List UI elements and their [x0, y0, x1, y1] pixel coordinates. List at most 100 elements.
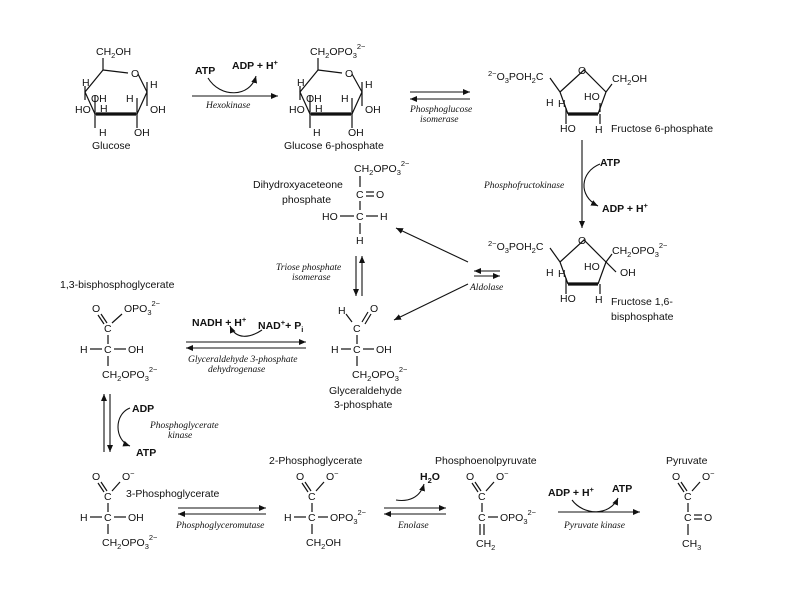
- svg-text:CH2OPO32−: CH2OPO32−: [102, 365, 158, 383]
- svg-text:2−O3POH2C: 2−O3POH2C: [488, 239, 544, 255]
- nad-gapdh: NAD: [258, 320, 281, 332]
- svg-text:H: H: [284, 512, 292, 524]
- svg-text:NADH + H+: NADH + H+: [192, 315, 247, 329]
- svg-text:CH3: CH3: [682, 538, 701, 552]
- tpi-label-1: Triose phosphate: [276, 263, 341, 273]
- svg-text:C: C: [308, 491, 316, 503]
- svg-text:CH2OPO32−: CH2OPO32−: [102, 533, 158, 551]
- svg-text:NAD++ Pi: NAD++ Pi: [258, 318, 303, 334]
- pgi-label-2: isomerase: [420, 115, 459, 125]
- svg-text:H2O: H2O: [420, 471, 440, 485]
- svg-text:C: C: [104, 512, 112, 524]
- svg-text:C: C: [684, 512, 692, 524]
- svg-text:OH: OH: [150, 104, 166, 116]
- svg-text:H: H: [558, 268, 566, 280]
- svg-text:H: H: [546, 97, 554, 109]
- svg-text:H: H: [365, 79, 373, 91]
- svg-text:H: H: [380, 211, 388, 223]
- pgi-label-1: Phosphoglucose: [409, 105, 472, 115]
- svg-text:OH: OH: [128, 344, 144, 356]
- svg-text:O: O: [92, 471, 100, 483]
- svg-text:H: H: [558, 98, 566, 110]
- svg-text:OH: OH: [365, 104, 381, 116]
- svg-text:C: C: [104, 323, 112, 335]
- svg-text:O−: O−: [122, 469, 135, 483]
- 1-3-bisphosphoglycerate-structure: 1,3-bisphosphoglycerate O C OPO32− H C O…: [60, 279, 175, 383]
- svg-text:O: O: [466, 471, 474, 483]
- h2o-sub: 2: [428, 476, 432, 485]
- svg-text:C: C: [356, 211, 364, 223]
- enolase-step: H2O Enolase: [384, 471, 446, 531]
- pk-label: Pyruvate kinase: [563, 521, 625, 531]
- svg-text:HO: HO: [75, 104, 91, 116]
- phosphoglucose-isomerase-step: Phosphoglucose isomerase: [409, 89, 472, 125]
- pgk-label-1: Phosphoglycerate: [149, 421, 219, 431]
- f16bp-label-2: bisphosphate: [611, 311, 674, 323]
- svg-text:OPO32−: OPO32−: [330, 508, 367, 526]
- glucose-label: Glucose: [92, 140, 131, 152]
- svg-text:HO: HO: [322, 211, 338, 223]
- nad-plus: +: [281, 318, 286, 327]
- svg-text:O: O: [370, 303, 378, 315]
- phosphoglycerate-kinase-step: ADP ATP Phosphoglycerate kinase: [101, 394, 219, 459]
- phosphoenolpyruvate-structure: Phosphoenolpyruvate O C O− C OPO32− CH2: [435, 455, 537, 552]
- glucose-6-phosphate-structure: CH2OPO32− O H HO OH H H OH H OH H Glucos…: [284, 42, 384, 152]
- nadh-gapdh: NADH + H: [192, 317, 242, 329]
- adp-pk: ADP + H: [548, 487, 590, 499]
- svg-text:H: H: [356, 235, 364, 247]
- pyruvate-label: Pyruvate: [666, 455, 708, 467]
- pyruvate-structure: Pyruvate O C O− C O CH3: [666, 455, 715, 552]
- glyceraldehyde-3-phosphate-structure: H O C H C OH CH2OPO32− Glyceraldehyde 3-…: [329, 303, 408, 411]
- bpg13-label: 1,3-bisphosphoglycerate: [60, 279, 175, 291]
- tpi-label-2: isomerase: [292, 273, 331, 283]
- svg-text:OH: OH: [348, 127, 364, 139]
- svg-text:OH: OH: [620, 267, 636, 279]
- svg-text:O: O: [296, 471, 304, 483]
- atp-pgk: ATP: [136, 447, 156, 459]
- svg-text:C: C: [478, 491, 486, 503]
- dhap-label-1: Dihydroxyaceteone: [253, 179, 343, 191]
- svg-text:H: H: [595, 294, 603, 306]
- atp-pfk: ATP: [600, 157, 620, 169]
- svg-text:H: H: [80, 344, 88, 356]
- svg-text:OH: OH: [134, 127, 150, 139]
- svg-text:CH2: CH2: [476, 538, 495, 552]
- svg-text:O: O: [376, 189, 384, 201]
- svg-text:C: C: [308, 512, 316, 524]
- glucose-structure: CH2OH O H HO OH H H OH H OH H Glucose: [75, 46, 166, 152]
- svg-text:H: H: [313, 127, 321, 139]
- svg-text:HO: HO: [560, 293, 576, 305]
- enolase-label: Enolase: [397, 521, 429, 531]
- svg-text:C: C: [104, 344, 112, 356]
- svg-text:H: H: [297, 77, 305, 89]
- svg-text:OH: OH: [128, 512, 144, 524]
- fructose-6-phosphate-label: Fructose 6-phosphate: [611, 123, 713, 135]
- svg-text:H: H: [82, 77, 90, 89]
- svg-text:O: O: [345, 68, 353, 80]
- svg-text:H: H: [80, 512, 88, 524]
- phosphoglyceromutase-step: Phosphoglyceromutase: [175, 505, 266, 531]
- svg-text:HO: HO: [289, 104, 305, 116]
- adp-pfk: ADP + H: [602, 203, 644, 215]
- svg-text:CH2OPO32−: CH2OPO32−: [310, 42, 366, 60]
- svg-text:CH2OPO32−: CH2OPO32−: [354, 159, 410, 177]
- pi-gapdh: + P: [285, 320, 301, 332]
- svg-text:CH2OPO32−: CH2OPO32−: [612, 241, 668, 259]
- aldolase-step: Aldolase: [393, 227, 503, 321]
- svg-text:ADP + H+: ADP + H+: [548, 485, 595, 499]
- svg-text:OH: OH: [91, 93, 107, 105]
- glucose-6-phosphate-label: Glucose 6-phosphate: [284, 140, 384, 152]
- gapdh-label-1: Glyceraldehyde 3-phosphate: [188, 355, 297, 365]
- svg-text:H: H: [126, 93, 134, 105]
- svg-text:O: O: [578, 65, 586, 77]
- svg-text:O−: O−: [496, 469, 509, 483]
- hexokinase-label: Hexokinase: [205, 101, 250, 111]
- svg-text:C: C: [104, 491, 112, 503]
- svg-text:H: H: [595, 124, 603, 136]
- pgm-label: Phosphoglyceromutase: [175, 521, 264, 531]
- h2o-o: O: [432, 471, 440, 483]
- fructose-1-6-bisphosphate-structure: 2−O3POH2C O H HO HO H CH2OPO32− H OH Fru…: [488, 235, 674, 323]
- phosphofructokinase-step: ATP ADP + H+ Phosphofructokinase: [483, 140, 649, 228]
- pep-label: Phosphoenolpyruvate: [435, 455, 537, 467]
